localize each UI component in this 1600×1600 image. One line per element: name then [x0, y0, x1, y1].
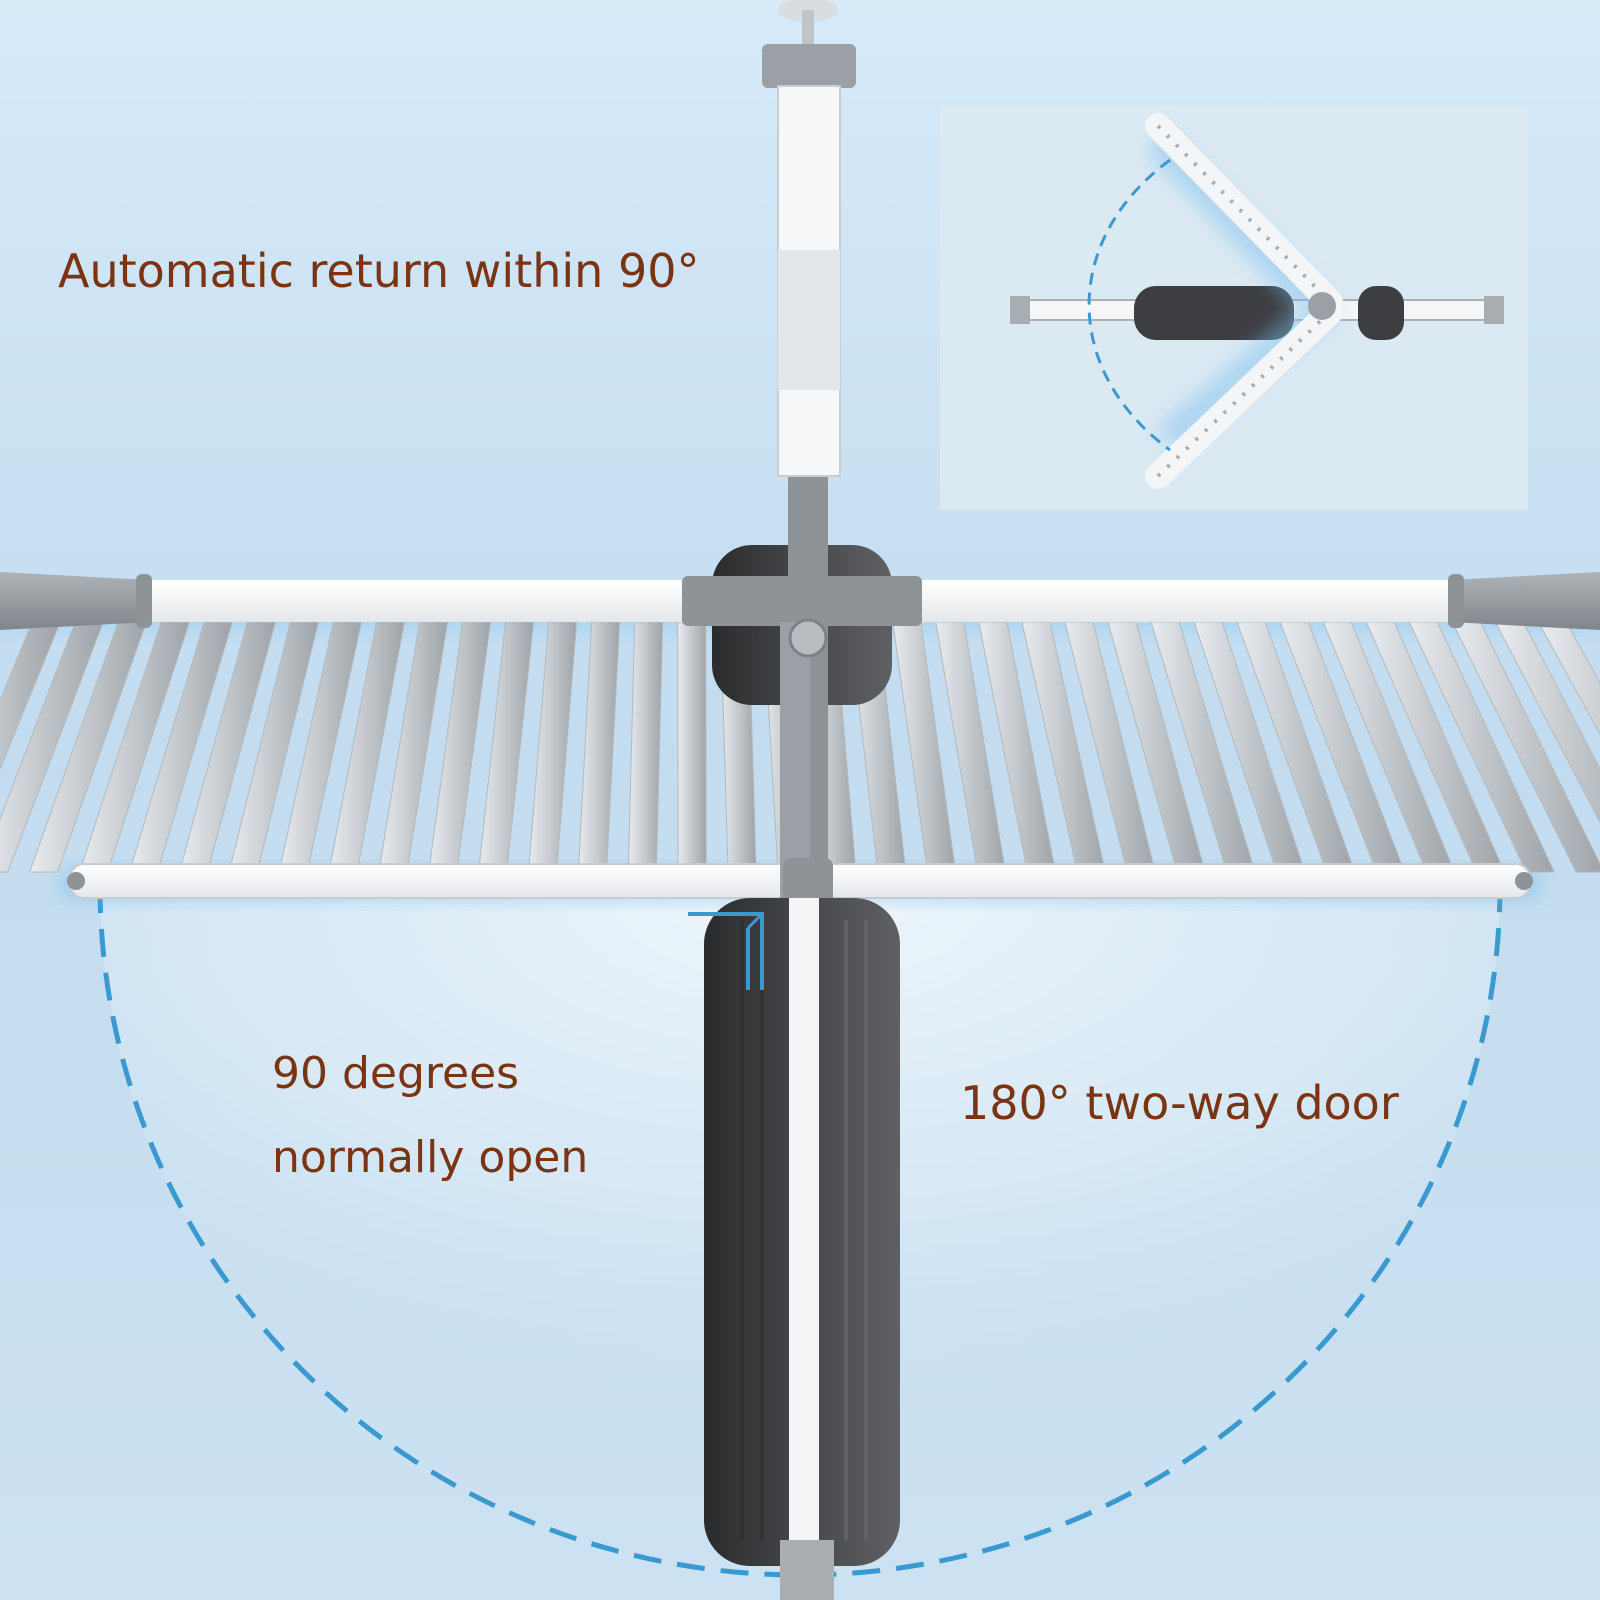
inset-gate-arm-upper — [1145, 113, 1343, 315]
caption-ninety-line1: 90 degrees — [272, 1048, 520, 1099]
wall-mount-post — [762, 0, 856, 477]
gate-bar — [627, 621, 664, 873]
inset-swing-arc — [1087, 158, 1171, 452]
caption-ninety-line2: normally open — [272, 1131, 589, 1183]
inset-gate-arm-lower — [1145, 299, 1343, 489]
caption-automatic-return: Automatic return within 90° — [58, 244, 700, 298]
hinge-center — [682, 470, 922, 922]
gate-bar — [677, 621, 707, 873]
caption-ninety-degrees: 90 degrees normally open — [272, 1032, 588, 1199]
lower-wall-pad — [704, 898, 900, 1600]
caption-two-way-door: 180° two-way door — [960, 1076, 1399, 1130]
inset-top-view-diagram — [940, 106, 1528, 510]
